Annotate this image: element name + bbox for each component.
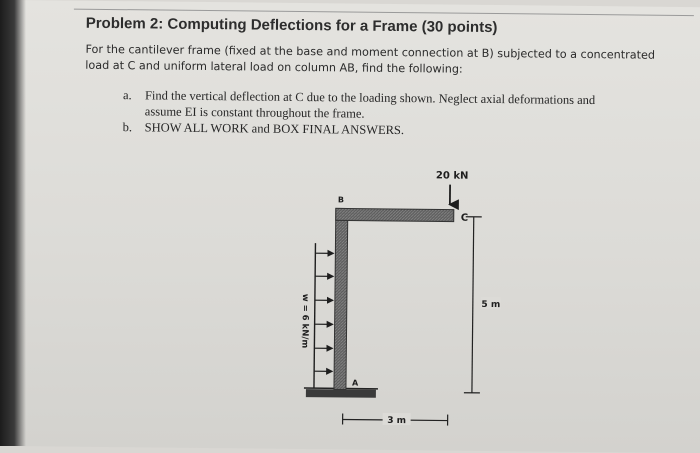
udl-arrows — [314, 253, 333, 371]
width-label: 3 m — [387, 416, 406, 426]
load-label: 20 kN — [436, 170, 469, 181]
edge-shadow — [0, 0, 26, 446]
column-ab — [334, 208, 348, 389]
udl-label: w = 6 kN/m — [299, 294, 310, 349]
frame-figure: w = 6 kN/m 20 kN B C A 5 m 3 m — [9, 0, 700, 453]
node-a-label: A — [352, 379, 359, 388]
beam-bc — [336, 208, 454, 221]
udl-baseline — [314, 243, 316, 388]
node-b-label: B — [338, 195, 344, 204]
fixed-support — [306, 389, 376, 398]
node-c-label: C — [461, 213, 468, 224]
height-label: 5 m — [481, 300, 500, 310]
paper-sheet: Problem 2: Computing Deflections for a F… — [9, 0, 700, 453]
